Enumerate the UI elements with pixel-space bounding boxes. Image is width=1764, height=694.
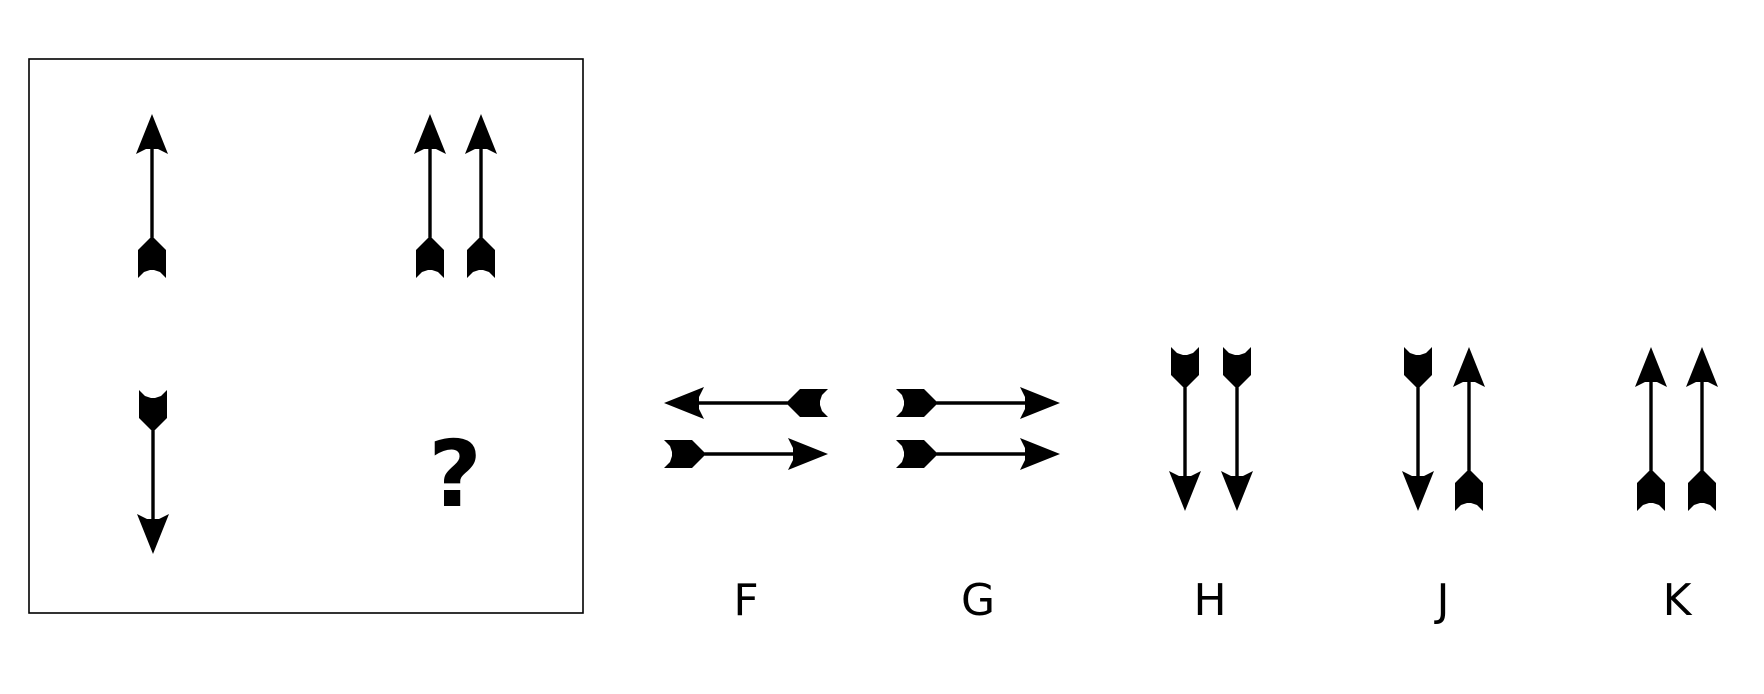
option-g[interactable]: G xyxy=(894,385,1062,626)
arrow-up-icon xyxy=(1633,345,1669,513)
arrow-up-icon xyxy=(463,112,499,280)
option-label-j: J xyxy=(1434,575,1450,626)
arrow-right-icon xyxy=(894,436,1062,472)
cell-bottom-right: ? xyxy=(428,421,481,528)
arrow-up-icon xyxy=(412,112,448,280)
option-h[interactable]: H xyxy=(1167,345,1255,626)
question-mark: ? xyxy=(428,421,481,528)
arrow-right-icon xyxy=(894,385,1062,421)
option-label-f: F xyxy=(733,575,758,626)
option-f[interactable]: F xyxy=(662,385,830,626)
option-k[interactable]: K xyxy=(1633,345,1720,626)
arrow-up-icon xyxy=(1451,345,1487,513)
option-label-k: K xyxy=(1663,575,1693,626)
matrix-frame xyxy=(28,58,584,614)
arrow-right-icon xyxy=(662,436,830,472)
cell-top-left xyxy=(134,112,170,280)
option-label-g: G xyxy=(961,575,995,626)
arrow-down-icon xyxy=(1400,345,1436,513)
arrow-left-icon xyxy=(662,385,830,421)
option-j[interactable]: J xyxy=(1400,345,1487,626)
cell-top-right xyxy=(412,112,499,280)
arrow-down-icon xyxy=(135,388,171,556)
arrow-up-icon xyxy=(134,112,170,280)
option-label-h: H xyxy=(1193,575,1226,626)
arrow-down-icon xyxy=(1219,345,1255,513)
arrow-down-icon xyxy=(1167,345,1203,513)
arrow-up-icon xyxy=(1684,345,1720,513)
cell-bottom-left xyxy=(135,388,171,556)
